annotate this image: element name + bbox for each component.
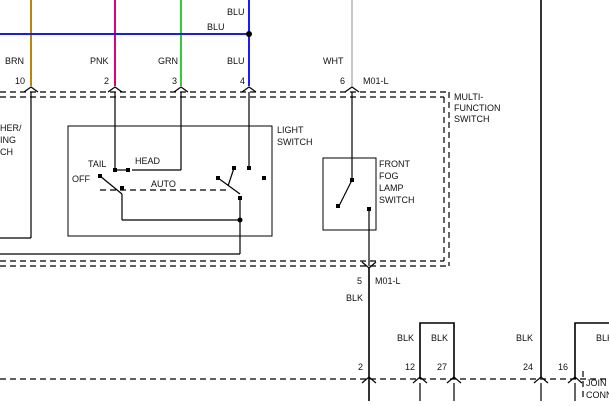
tail-label: TAIL	[88, 159, 106, 169]
bottom-chevron-24	[533, 376, 549, 384]
blk-label-b: BLK	[431, 333, 448, 343]
bottom-pin-2: 2	[358, 362, 363, 372]
fog-label-2: FOG	[379, 171, 399, 181]
fog-blade	[338, 179, 353, 207]
bottom-pin-12: 12	[405, 362, 415, 372]
lower-pin-5: 5	[357, 276, 362, 286]
fog-label-1: FRONT	[379, 159, 410, 169]
connector-chevron-10	[23, 86, 39, 93]
common-node	[237, 217, 243, 223]
auto-label: AUTO	[151, 179, 176, 189]
blk-label-d: BLK	[596, 333, 609, 343]
head-label: HEAD	[135, 156, 161, 166]
joint-label-1: JOIN	[586, 378, 607, 388]
bottom-pin-24: 24	[523, 362, 533, 372]
light-switch-contacts	[98, 166, 266, 200]
light-switch-box	[67, 125, 273, 237]
fog-contact-left	[336, 204, 340, 208]
blk-loop	[419, 322, 455, 379]
bottom-chevron-27	[446, 376, 462, 384]
connector-chevron-2	[107, 86, 123, 93]
blu-splice-dot	[246, 31, 252, 37]
blu-lower-label: BLU	[207, 22, 225, 32]
fog-label-3: LAMP	[379, 183, 404, 193]
pin-6-label: 6	[340, 76, 345, 86]
left-cut-label-1: HER/	[0, 123, 22, 133]
lower-connector-m01l: M01-L	[375, 276, 401, 286]
mfs-label-line3: SWITCH	[454, 114, 490, 124]
joint-label-2: CONN	[586, 390, 609, 400]
blk-right-loop	[574, 322, 609, 379]
off-blade	[99, 175, 123, 195]
blu-upper-label: BLU	[227, 7, 245, 17]
pin-10-label: 10	[15, 76, 25, 86]
fog-label-4: SWITCH	[379, 195, 415, 205]
bottom-pin-27: 27	[437, 362, 447, 372]
bottom-chevron-16	[567, 376, 583, 384]
left-cut-label-2: ING	[0, 135, 16, 145]
mfs-label-line1: MULTI-	[454, 92, 483, 102]
blk-label-c: BLK	[516, 333, 533, 343]
lower-blk-label: BLK	[346, 293, 363, 303]
auto-blade	[217, 177, 241, 195]
left-cut-label-3: CH	[0, 147, 13, 157]
bottom-pin-16: 16	[558, 362, 568, 372]
blk-label-a: BLK	[397, 333, 414, 343]
connector-m01l-top: M01-L	[363, 76, 389, 86]
brn-label: BRN	[5, 56, 24, 66]
bottom-chevron-12	[412, 376, 428, 384]
mfs-label-line2: FUNCTION	[454, 103, 501, 113]
blu-label: BLU	[227, 56, 245, 66]
connector-chevron-6	[344, 86, 360, 93]
pin-3-label: 3	[172, 76, 177, 86]
light-switch-title-2: SWITCH	[277, 137, 313, 147]
grn-label: GRN	[158, 56, 178, 66]
fog-switch-box	[322, 157, 377, 231]
connector-chevron-4	[241, 86, 257, 93]
head-blade	[227, 167, 235, 187]
pin-4-label: 4	[240, 76, 245, 86]
light-switch-title-1: LIGHT	[277, 125, 304, 135]
pnk-label: PNK	[90, 56, 109, 66]
connector-chevron-3	[173, 86, 189, 93]
off-label: OFF	[72, 174, 90, 184]
wht-label: WHT	[323, 56, 344, 66]
pin-2-label: 2	[104, 76, 109, 86]
bottom-chevron-2	[361, 376, 377, 384]
